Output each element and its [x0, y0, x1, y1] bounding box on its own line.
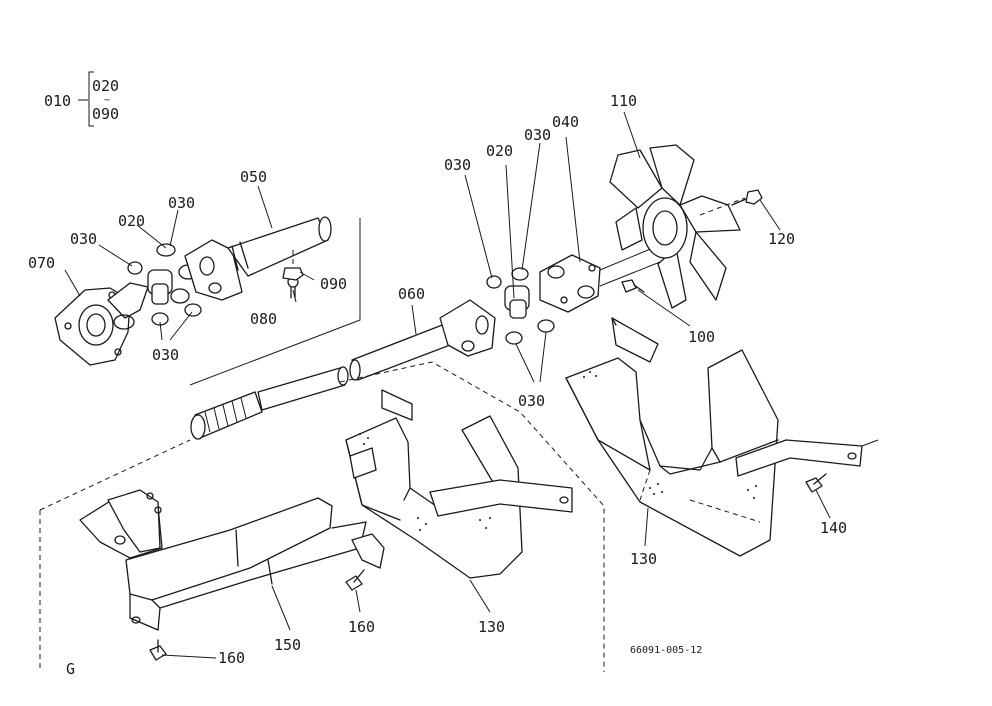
- drawing-code: 66091-005-12: [630, 645, 702, 656]
- shaft-060: [349, 299, 496, 381]
- label-030-left-top: 030: [168, 194, 195, 212]
- label-160-mid: 160: [348, 618, 375, 636]
- label-070: 070: [28, 254, 55, 272]
- shaft-050: [184, 216, 332, 301]
- label-060: 060: [398, 285, 425, 303]
- fan-110: [609, 144, 741, 309]
- yoke-flange-040: [539, 244, 666, 313]
- bolts-160: [149, 569, 365, 661]
- splined-shaft: [190, 366, 349, 440]
- label-020-left: 020: [118, 212, 145, 230]
- left-cover-130: [345, 389, 573, 579]
- bolt-120: [699, 189, 763, 216]
- flange-070: [54, 282, 149, 366]
- label-120: 120: [768, 230, 795, 248]
- svg-text:~: ~: [104, 95, 110, 106]
- label-130-right: 130: [630, 550, 657, 568]
- bolt-100: [621, 279, 645, 293]
- dashed-enclosure: [39, 361, 605, 672]
- bracket-150: [79, 489, 385, 631]
- right-cover-130: [565, 317, 879, 557]
- label-030-left-mid: 030: [70, 230, 97, 248]
- label-030-left-bottom: 030: [152, 346, 179, 364]
- upper-shaft-outline: [189, 218, 361, 386]
- label-100: 100: [688, 328, 715, 346]
- label-020-right: 020: [486, 142, 513, 160]
- bolt-140: [805, 473, 827, 493]
- label-030-right-mid: 030: [524, 126, 551, 144]
- label-130-left: 130: [478, 618, 505, 636]
- assembly-bracket: 010 020 ~ 090: [44, 71, 119, 127]
- label-140: 140: [820, 519, 847, 537]
- label-110: 110: [610, 92, 637, 110]
- label-030-right-bottom: 030: [518, 392, 545, 410]
- label-160-bottom: 160: [218, 649, 245, 667]
- label-090: 090: [320, 275, 347, 293]
- corner-letter: G: [66, 660, 75, 678]
- label-030-right-top: 030: [444, 156, 471, 174]
- leader-lines: [64, 111, 831, 659]
- label-050: 050: [240, 168, 267, 186]
- label-090-assy: 090: [92, 105, 119, 123]
- label-040: 040: [552, 113, 579, 131]
- part-labels: 020 030 030 070 030 050 080 090 060 030 …: [28, 92, 847, 667]
- label-080: 080: [250, 310, 277, 328]
- label-020-assy: 020: [92, 77, 119, 95]
- label-150: 150: [274, 636, 301, 654]
- bolt-080-nut-090: [282, 250, 304, 299]
- left-universal-joint: [127, 243, 202, 326]
- label-010: 010: [44, 92, 71, 110]
